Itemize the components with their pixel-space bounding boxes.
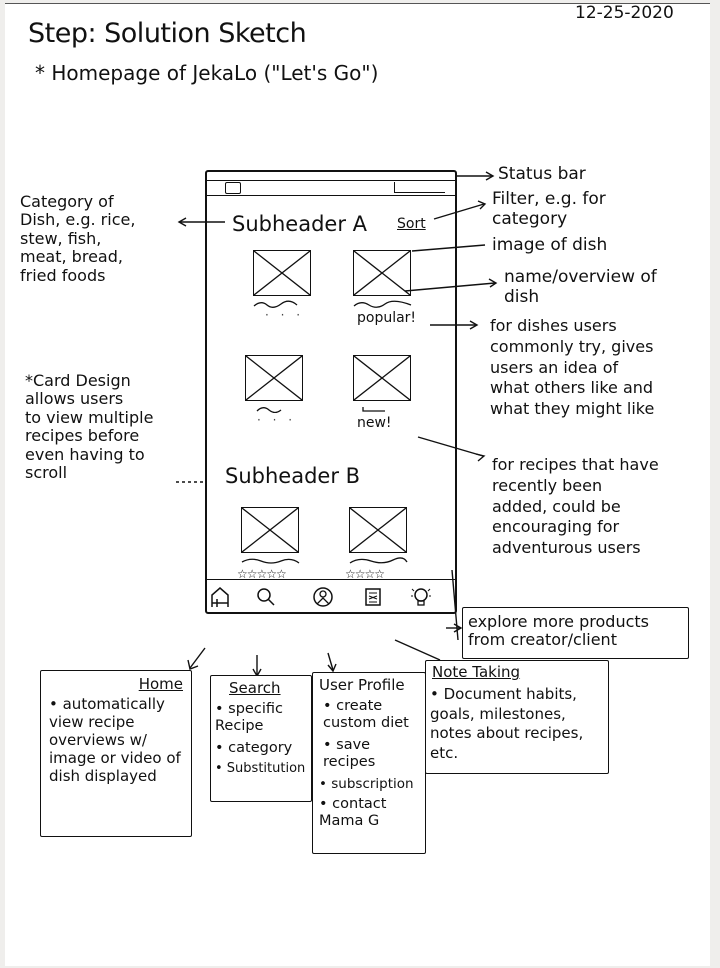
bottom-nav-bar: [207, 579, 455, 612]
home-item: • automatically view recipe overviews w/…: [49, 695, 181, 785]
recipe-card[interactable]: ☆☆☆☆: [343, 507, 423, 581]
filter-annotation: Filter, e.g. for category: [492, 189, 606, 229]
home-description-box: Home • automatically view recipe overvie…: [40, 670, 192, 837]
explore-box: explore more products from creator/clien…: [462, 607, 689, 659]
sort-link[interactable]: Sort: [397, 216, 426, 232]
star-rating: ☆☆☆☆: [345, 567, 385, 581]
search-heading: Search: [229, 679, 281, 697]
search-item: • Substitution: [215, 761, 306, 777]
user-profile-description-box: User Profile • create custom diet • save…: [312, 672, 426, 854]
dish-name-squiggle: [353, 300, 412, 308]
recipe-card[interactable]: popular!: [347, 250, 427, 326]
note-taking-heading: Note Taking: [432, 663, 521, 681]
dish-image-placeholder: [245, 355, 303, 401]
user-profile-heading: User Profile: [319, 676, 405, 694]
name-annotation: name/overview of dish: [504, 267, 657, 307]
popular-tag: popular!: [357, 310, 417, 326]
subheader-b: Subheader B: [225, 464, 361, 488]
recipe-card[interactable]: · · ·: [239, 355, 319, 427]
recipe-card[interactable]: · · ·: [247, 250, 327, 322]
dish-image-placeholder: [353, 250, 411, 296]
card-design-annotation: *Card Design allows users to view multip…: [25, 371, 154, 482]
status-bar: [207, 180, 455, 196]
category-annotation: Category of Dish, e.g. rice, stew, fish,…: [20, 192, 136, 285]
dish-image-placeholder: [253, 250, 311, 296]
dish-name-squiggle: [362, 407, 385, 412]
dish-image-placeholder: [349, 507, 407, 553]
notebook-icon[interactable]: [362, 586, 384, 608]
lightbulb-icon[interactable]: [410, 586, 432, 608]
user-profile-item: • create custom diet: [323, 698, 409, 732]
dish-name-squiggle: [253, 300, 298, 308]
search-description-box: Search • specific Recipe • category • Su…: [210, 675, 312, 802]
placeholder-dots: · · ·: [257, 413, 297, 427]
user-profile-item: • contact Mama G: [319, 795, 387, 830]
star-rating: ☆☆☆☆☆: [237, 567, 287, 581]
page-subtitle: * Homepage of JekaLo ("Let's Go"): [35, 61, 379, 85]
dish-name-squiggle: [349, 557, 408, 564]
dish-image-placeholder: [353, 355, 411, 401]
popular-annotation: for dishes users commonly try, gives use…: [490, 316, 655, 419]
phone-wireframe: Subheader A Sort · · · popular! · · · ne…: [205, 170, 457, 614]
new-tag: new!: [357, 415, 392, 431]
recipe-card[interactable]: new!: [347, 355, 427, 431]
user-profile-icon[interactable]: [312, 586, 334, 608]
note-taking-description-box: Note Taking • Document habits, goals, mi…: [425, 660, 609, 774]
user-profile-item: • subscription: [319, 775, 414, 792]
placeholder-dots: · · ·: [265, 308, 305, 322]
search-item: • specific Recipe: [215, 701, 283, 735]
user-profile-item: • save recipes: [323, 736, 376, 771]
new-annotation: for recipes that have recently been adde…: [492, 455, 659, 558]
dish-name-squiggle: [241, 558, 300, 564]
dish-image-placeholder: [241, 507, 299, 553]
note-taking-item: • Document habits, goals, milestones, no…: [430, 685, 584, 762]
explore-annotation: explore more products from creator/clien…: [468, 612, 649, 650]
home-icon[interactable]: [209, 586, 231, 608]
dish-name-squiggle: [256, 407, 282, 413]
status-bar-left-icon: [225, 182, 241, 194]
status-bar-annotation: Status bar: [498, 164, 586, 184]
image-annotation: image of dish: [492, 235, 608, 255]
home-heading: Home: [138, 675, 183, 693]
sketch-date: 12-25-2020: [575, 3, 674, 23]
search-icon[interactable]: [255, 586, 277, 608]
status-bar-right-icons: [394, 182, 445, 193]
search-item: • category: [215, 739, 293, 756]
subheader-a: Subheader A: [232, 212, 367, 236]
page-title: Step: Solution Sketch: [28, 18, 307, 49]
recipe-card[interactable]: ☆☆☆☆☆: [235, 507, 315, 581]
